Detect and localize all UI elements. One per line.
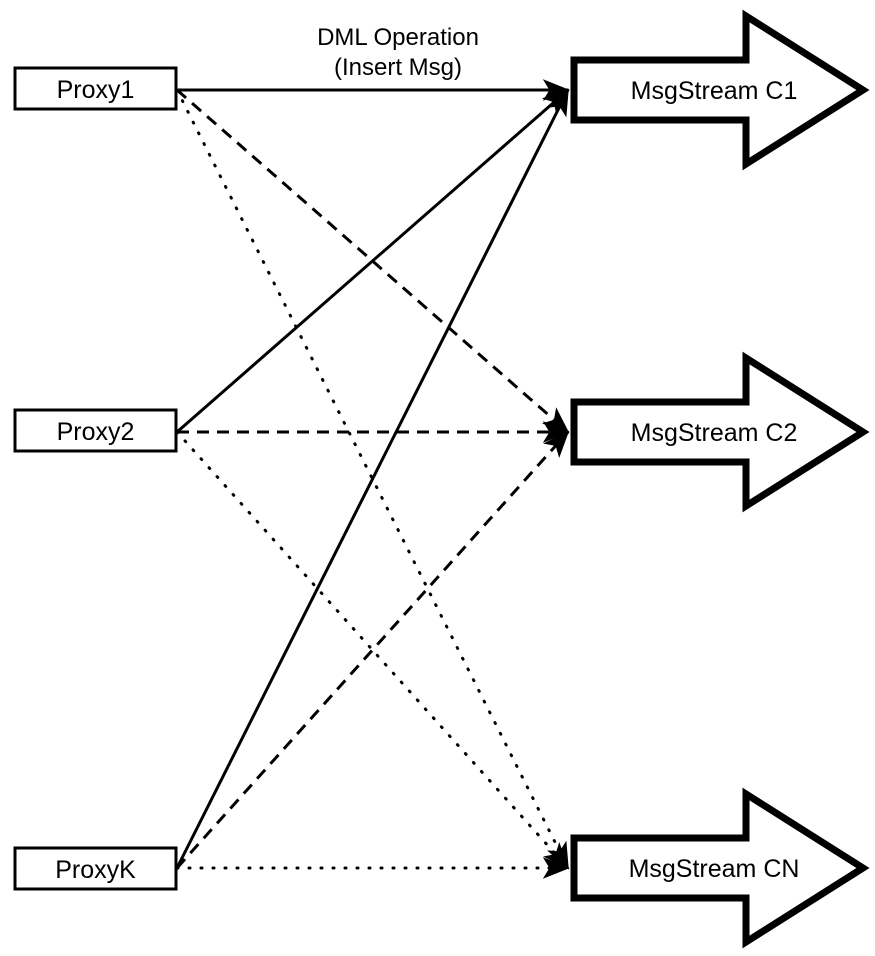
msgstream-cn-label: MsgStream CN: [629, 855, 800, 883]
proxy-node-proxy1[interactable]: Proxy1: [13, 66, 178, 111]
proxy2-box[interactable]: [13, 408, 178, 453]
msgstream-c1-label: MsgStream C1: [631, 77, 798, 105]
stream-node-msgstream-c2[interactable]: MsgStream C2: [570, 351, 870, 513]
proxy2-label: Proxy2: [57, 418, 135, 446]
msgstream-c1-arrow-shape[interactable]: [570, 9, 870, 171]
proxy1-box[interactable]: [13, 66, 178, 111]
edge-proxy2-to-msgstream-c1: [176, 88, 570, 434]
stream-node-msgstream-cn[interactable]: MsgStream CN: [570, 787, 870, 949]
edge-proxyk-to-msgstream-c1: [175, 88, 570, 869]
msgstream-cn-arrow-shape[interactable]: [570, 787, 870, 949]
edge-label-line-2: (Insert Msg): [334, 54, 462, 81]
edge-proxy2-to-msgstream-cn: [175, 430, 570, 870]
stream-node-msgstream-c1[interactable]: MsgStream C1: [570, 9, 870, 171]
edge-proxyk-to-msgstream-c2: [175, 430, 570, 870]
proxy-node-proxy2[interactable]: Proxy2: [13, 408, 178, 453]
proxyk-label: ProxyK: [55, 856, 136, 884]
proxy1-label: Proxy1: [57, 76, 135, 104]
edge-label-dml-operation: DML Operation (Insert Msg): [317, 24, 479, 81]
proxy-node-proxyk[interactable]: ProxyK: [13, 846, 178, 891]
msgstream-c2-arrow-shape[interactable]: [570, 351, 870, 513]
msgstream-c2-label: MsgStream C2: [631, 419, 798, 447]
edge-label-line-1: DML Operation: [317, 24, 479, 51]
proxyk-box[interactable]: [13, 846, 178, 891]
edge-layer: [175, 79, 570, 879]
edge-proxy1-to-msgstream-c2: [176, 88, 570, 434]
edge-proxy1-to-msgstream-cn: [175, 88, 570, 870]
